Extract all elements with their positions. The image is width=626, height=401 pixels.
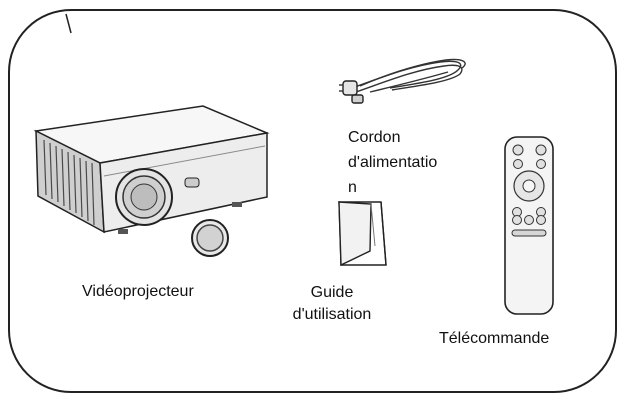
power-cord-label-line-2: d'alimentatio — [348, 154, 438, 171]
projector-icon — [33, 105, 270, 257]
remote-control-icon — [504, 136, 554, 315]
power-cord-label-line-3: n — [348, 179, 357, 196]
user-guide-label: Guide d'utilisation — [282, 282, 382, 326]
remote-label: Télécommande — [439, 330, 550, 347]
power-cord-icon — [339, 58, 466, 104]
user-guide-icon — [338, 201, 387, 267]
projector-label: Vidéoprojecteur — [82, 283, 194, 300]
power-cord-label-line-1: Cordon — [348, 129, 401, 146]
user-guide-label-line-1: Guide — [310, 284, 354, 301]
user-guide-label-line-2: d'utilisation — [292, 306, 372, 323]
power-cord-label: Cordon d'alimentatio n — [348, 125, 468, 200]
content-frame — [8, 9, 617, 393]
frame-tick-mark — [65, 13, 72, 34]
